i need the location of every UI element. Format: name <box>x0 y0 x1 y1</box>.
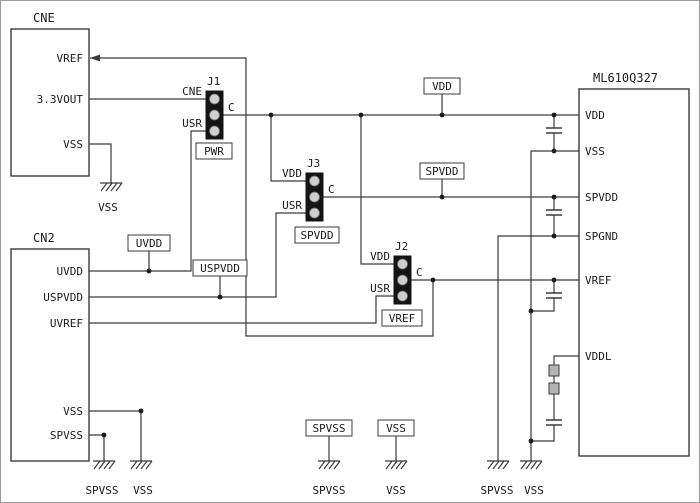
arrow-into-cne-icon <box>90 54 100 62</box>
mcu-title: ML610Q327 <box>593 71 658 85</box>
capacitor-vref <box>531 280 562 312</box>
net-uvdd-to-j1 <box>89 130 206 272</box>
netlabel-uspvdd: USPVDD <box>192 259 248 297</box>
netlabel-spvss-text: SPVSS <box>312 422 345 435</box>
mcu-pin-vref: VREF <box>585 274 612 287</box>
netlabel-spvss: SPVSS <box>305 419 353 461</box>
cn2-pin-uspvdd: USPVDD <box>43 291 83 304</box>
netlabel-uvdd: UVDD <box>127 234 171 271</box>
ground-right-vss: VSS <box>519 460 544 497</box>
jumper-j2: J2 VDD USR C VREF <box>370 240 423 327</box>
ground-mid-spvss-label: SPVSS <box>312 484 345 497</box>
mcu-pin-spgnd: SPGND <box>585 230 618 243</box>
jumper-j2-input-top-label: VDD <box>370 250 390 263</box>
net-vref-to-cne <box>90 54 434 337</box>
netlabel-uvdd-text: UVDD <box>136 237 163 250</box>
junction-dots <box>101 112 557 444</box>
jumper-j3-ref: J3 <box>307 157 320 170</box>
ground-mid-vss-label: VSS <box>386 484 406 497</box>
net-uspvdd-to-j3 <box>89 212 306 298</box>
ground-mid-vss: VSS <box>384 460 408 497</box>
jumper-j2-caption: VREF <box>389 312 416 325</box>
jumper-j3: J3 VDD USR C SPVDD <box>282 157 340 244</box>
vddl-filter <box>531 355 579 442</box>
cn2-pin-uvdd: UVDD <box>57 265 84 278</box>
connector-cn2: CN2 UVDD USPVDD UVREF VSS SPVSS <box>10 231 90 462</box>
jumper-j1-caption: PWR <box>204 145 224 158</box>
ground-cne: VSS <box>98 182 123 214</box>
mcu-pin-vddl: VDDL <box>585 350 612 363</box>
ground-mid-spvss: SPVSS <box>312 460 346 497</box>
ground-right-spvss-label: SPVSS <box>480 484 513 497</box>
connector-cne-title: CNE <box>33 11 55 25</box>
mcu-pin-vdd: VDD <box>585 109 605 122</box>
netlabel-spvdd-text: SPVDD <box>425 165 458 178</box>
jumper-j1-ref: J1 <box>207 75 220 88</box>
connector-cne: CNE VREF 3.3VOUT VSS <box>10 11 90 177</box>
connector-cn2-title: CN2 <box>33 231 55 245</box>
ground-cne-label: VSS <box>98 201 118 214</box>
jumper-j3-input-top-label: VDD <box>282 167 302 180</box>
cn2-pin-uvref: UVREF <box>50 317 83 330</box>
ground-cn2-spvss: SPVSS <box>85 460 119 497</box>
net-spgnd-to-ground <box>497 235 579 461</box>
mcu-pin-vss: VSS <box>585 145 605 158</box>
resistor-vddl-1 <box>548 364 560 377</box>
cne-pin-33vout: 3.3VOUT <box>37 93 84 106</box>
cne-pin-vref: VREF <box>57 52 84 65</box>
net-vdd-branch-j2 <box>360 115 394 265</box>
ground-cn2-vss-label: VSS <box>133 484 153 497</box>
net-vss-to-ground <box>530 150 579 461</box>
jumper-j1-input-bottom-label: USR <box>182 117 202 130</box>
netlabel-vss-text: VSS <box>386 422 406 435</box>
net-vdd-branch-j3 <box>270 115 306 182</box>
netlabel-spvdd: SPVDD <box>419 162 465 197</box>
net-cn2-spvss-to-ground <box>89 434 105 461</box>
jumper-j3-caption: SPVDD <box>300 229 333 242</box>
cn2-pin-vss: VSS <box>63 405 83 418</box>
jumper-j3-common-label: C <box>328 183 335 196</box>
mcu-ml610q327: ML610Q327 VDD VSS SPVDD SPGND VREF VDDL <box>578 71 690 457</box>
cn2-pin-spvss: SPVSS <box>50 429 83 442</box>
mcu-pin-spvdd: SPVDD <box>585 191 618 204</box>
jumper-j2-input-bottom-label: USR <box>370 282 390 295</box>
jumper-j1-input-top-label: CNE <box>182 85 202 98</box>
net-cne-vss-to-ground <box>89 143 112 183</box>
net-cn2-vss-to-ground <box>89 410 142 461</box>
ground-right-vss-label: VSS <box>524 484 544 497</box>
ground-right-spvss: SPVSS <box>480 460 514 497</box>
jumper-j1-common-label: C <box>228 101 235 114</box>
capacitor-vdd <box>546 115 562 151</box>
capacitor-spvdd <box>546 197 562 236</box>
jumper-j2-ref: J2 <box>395 240 408 253</box>
netlabel-vdd-text: VDD <box>432 80 452 93</box>
jumper-j3-input-bottom-label: USR <box>282 199 302 212</box>
jumper-j1: J1 CNE USR C PWR <box>182 75 235 160</box>
netlabel-uspvdd-text: USPVDD <box>200 262 240 275</box>
jumper-j2-common-label: C <box>416 266 423 279</box>
ground-cn2-vss: VSS <box>129 460 153 497</box>
net-uvref-to-j2 <box>89 295 394 324</box>
ground-cn2-spvss-label: SPVSS <box>85 484 118 497</box>
netlabel-vdd: VDD <box>423 77 461 115</box>
netlabel-vss: VSS <box>377 419 415 461</box>
resistor-vddl-2 <box>548 382 560 395</box>
cne-pin-vss: VSS <box>63 138 83 151</box>
